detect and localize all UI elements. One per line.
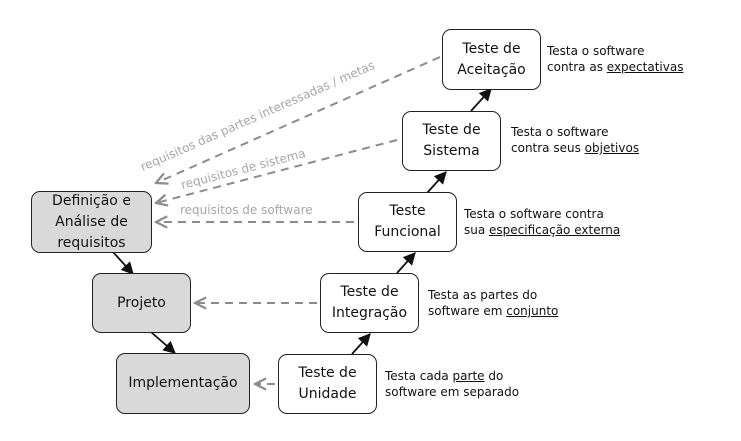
- box-projeto: Projeto: [92, 273, 191, 333]
- label-requisitos-software: requisitos de software: [180, 203, 313, 217]
- arrow-sistema-to-aceitacao: [470, 88, 492, 112]
- arrow-unidade-to-integracao: [351, 333, 371, 355]
- box-definicao-analise-requisitos: Definição e Análise de requisitos: [31, 191, 152, 253]
- desc-teste-funcional: Testa o software contra sua especificaçã…: [464, 207, 621, 237]
- box-implementacao: Implementação: [116, 353, 250, 414]
- box-teste-funcional: Teste Funcional: [358, 192, 457, 252]
- desc-teste-unidade: Testa cada parte do software em separado: [385, 369, 520, 399]
- desc-teste-aceitacao: Testa o software contra as expectativas: [547, 44, 684, 74]
- desc-teste-integracao: Testa as partes do software em conjunto: [428, 288, 559, 318]
- arrow-projeto-to-implementacao: [150, 331, 176, 354]
- box-teste-aceitacao: Teste de Aceitação: [442, 29, 541, 90]
- dashed-arrow-aceitacao-to-definicao: [156, 56, 441, 183]
- arrow-integracao-to-funcional: [396, 252, 416, 274]
- arrow-funcional-to-sistema: [426, 171, 447, 194]
- arrow-definicao-to-projeto: [112, 251, 134, 275]
- box-teste-integracao: Teste de Integração: [320, 273, 419, 333]
- desc-teste-sistema: Testa o software contra seus objetivos: [511, 125, 640, 155]
- box-teste-unidade: Teste de Unidade: [278, 354, 377, 414]
- box-teste-sistema: Teste de Sistema: [402, 111, 501, 171]
